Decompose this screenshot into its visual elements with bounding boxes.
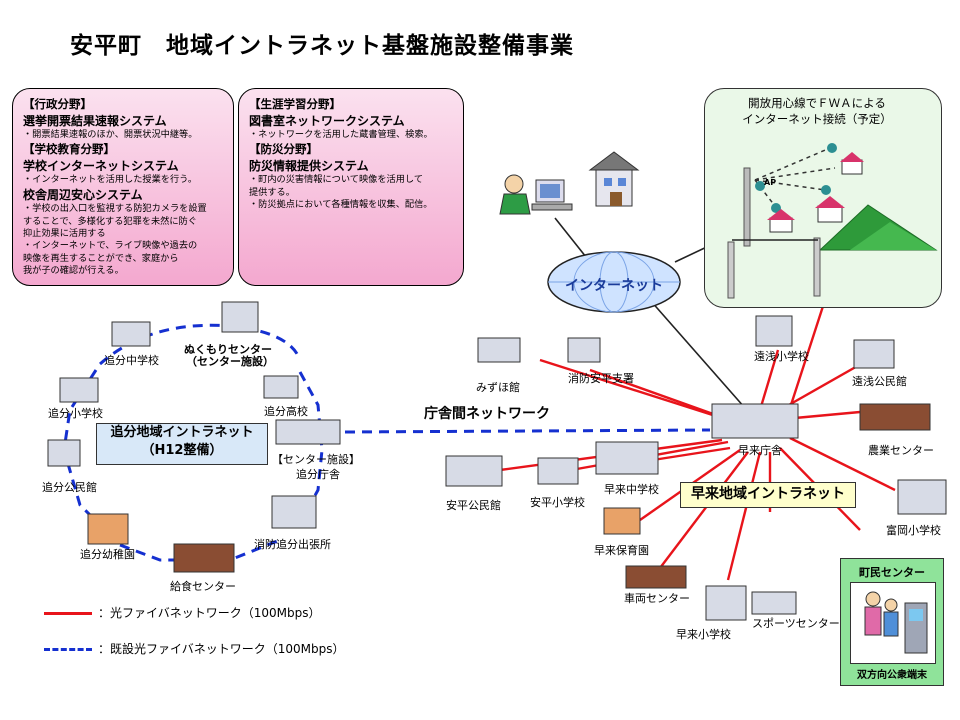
agri-center-label: 農業センター — [868, 444, 934, 457]
desc-safety-5: 映像を再生することができ、家庭から — [23, 252, 179, 264]
hayakita-es-label: 早来小学校 — [676, 628, 731, 641]
oiwake-jhs-label: 追分中学校 — [104, 354, 159, 367]
vehicle-center-label: 車両センター — [624, 592, 690, 605]
fwa-caption: 開放用心線でＦＷＡによる インターネット接続（予定） — [714, 96, 920, 127]
nukumori-label-2: （センター施設） — [186, 355, 274, 368]
heading-disaster: 【防災分野】 — [249, 141, 318, 156]
internet-globe — [547, 251, 681, 313]
oiwake-hs-label: 追分高校 — [264, 405, 308, 418]
hayakita-nursery-label: 早来保育園 — [594, 544, 649, 557]
oiwake-fire-label: 消防追分出張所 — [254, 538, 331, 551]
toasa-pub-label: 遠浅公民館 — [852, 375, 907, 388]
oiwake-kinder-label: 追分幼稚園 — [80, 548, 135, 561]
hayakita-jhs-label: 早来中学校 — [604, 483, 659, 496]
desc-video-2: 提供する。 — [249, 186, 295, 198]
desc-safety-4: ・インターネットで、ライブ映像や過去の — [23, 240, 198, 252]
legend-new-fiber-label: ：光ファイバネットワーク（100Mbps） — [98, 606, 321, 620]
desc-school-net: ・インターネットを活用した授業を行う。 — [23, 174, 198, 186]
desc-safety-2: することで、多様化する犯罪を未然に防ぐ — [23, 215, 197, 227]
oiwake-pub-label: 追分公民館 — [42, 481, 97, 494]
ap-label: AP — [764, 178, 777, 187]
inter-office-label: 庁舎間ネットワーク — [424, 406, 550, 422]
info-box-admin-school: 【行政分野】 選挙開票結果速報システム ・開票結果速報のほか、開票状況中継等。 … — [12, 88, 234, 286]
legend-new-fiber-swatch — [44, 612, 92, 615]
kiosk-label: 双方向公衆端末 — [857, 670, 927, 681]
desc-safety-1: ・学校の出入口を監視する防犯カメラを設置 — [23, 203, 207, 215]
nukumori-label-1: ぬくもりセンター — [184, 343, 272, 356]
system-safety: 校舎周辺安心システム — [23, 187, 143, 202]
oiwake-office-label: 追分庁舎 — [296, 468, 340, 481]
heading-school: 【学校教育分野】 — [23, 141, 115, 156]
desc-video-3: ・防災拠点において各種情報を収集、配信。 — [249, 199, 433, 211]
oiwake-es-label: 追分小学校 — [48, 407, 103, 420]
page-title: 安平町 地域イントラネット基盤施設整備事業 — [70, 33, 574, 59]
legend-existing-fiber-label: ：既設光ファイバネットワーク（100Mbps） — [98, 642, 345, 656]
town-center-label: 町民センター — [859, 566, 925, 579]
heading-admin: 【行政分野】 — [23, 97, 92, 111]
center-facility-label: 【センター施設】 — [272, 453, 360, 466]
desc-video-1: ・町内の災害情報について映像を活用して — [249, 174, 424, 186]
desc-safety-6: 我が子の確認が行える。 — [23, 265, 124, 277]
desc-safety-3: 抑止効果に活用する — [23, 228, 106, 240]
legend-existing-fiber-swatch — [44, 648, 92, 651]
lunch-center-label: 給食センター — [170, 580, 236, 593]
inter-office-line — [344, 428, 711, 434]
abira-es-label: 安平小学校 — [530, 496, 585, 509]
system-school-net: 学校インターネットシステム — [23, 158, 179, 173]
sports-center-label: スポーツセンター — [752, 617, 840, 630]
hayakita-office-label: 早来庁舎 — [738, 444, 782, 457]
oiwake-intranet-line-1: 追分地域イントラネット — [110, 425, 254, 440]
oiwake-intranet-line-2: （H12整備） — [141, 442, 223, 458]
desc-library: ・ネットワークを活用した蔵書管理、検索。 — [249, 129, 433, 141]
info-box-lifelong-disaster: 【生涯学習分野】 図書室ネットワークシステム ・ネットワークを活用した蔵書管理、… — [238, 88, 464, 286]
mizuho-label: みずほ館 — [476, 381, 520, 394]
fire-abira-label: 消防安平支署 — [568, 372, 634, 385]
toasa-es-label: 遠浅小学校 — [754, 350, 809, 363]
kiosk-illustration — [850, 582, 936, 664]
system-video: 防災情報提供システム — [249, 158, 369, 173]
tomioka-es-label: 富岡小学校 — [886, 524, 941, 537]
system-library: 図書室ネットワークシステム — [249, 113, 405, 128]
hayakita-intranet-label: 早来地域イントラネット — [680, 482, 856, 508]
system-election: 選挙開票結果速報システム — [23, 113, 167, 128]
fwa-line-1: 開放用心線でＦＷＡによる — [748, 96, 886, 110]
fwa-line-2: インターネット接続（予定） — [742, 111, 892, 126]
abira-pub-label: 安平公民館 — [446, 499, 501, 512]
internet-label: インターネット — [565, 278, 663, 294]
desc-election: ・開票結果速報のほか、開票状況中継等。 — [23, 129, 198, 141]
heading-lifelong: 【生涯学習分野】 — [249, 97, 341, 111]
oiwake-intranet-label: 追分地域イントラネット （H12整備） — [96, 423, 268, 465]
kiosk-people-icon — [864, 591, 928, 654]
